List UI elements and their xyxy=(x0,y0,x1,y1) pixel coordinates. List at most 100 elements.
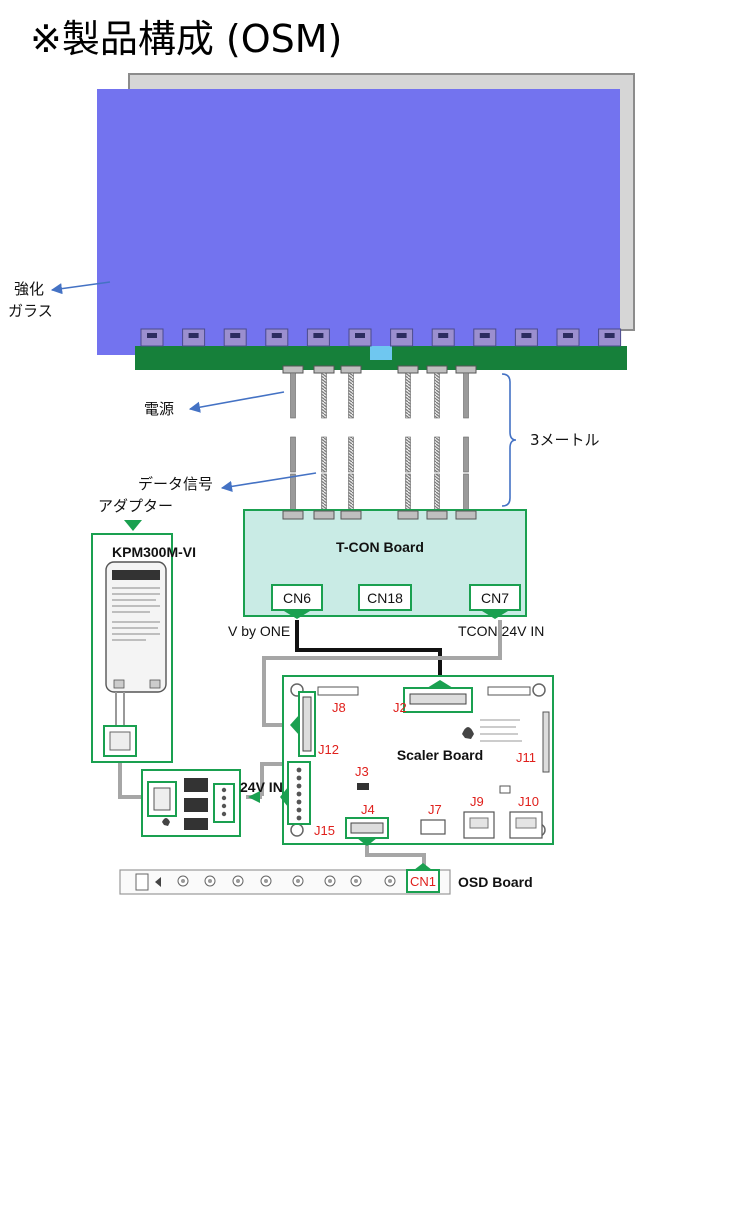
j15-pins xyxy=(296,767,302,821)
panel-pcb-gap xyxy=(370,346,392,360)
power-board-output-box xyxy=(213,783,235,823)
j12-arrow xyxy=(290,715,299,735)
power-board-chip-1 xyxy=(184,778,208,792)
data-signal-label: データ信号 xyxy=(138,475,213,493)
j15-arrow xyxy=(280,787,288,807)
j9-label: J9 xyxy=(470,794,484,809)
osd-button-cap xyxy=(236,879,240,883)
panel-socket xyxy=(455,365,477,374)
power-board-input xyxy=(153,787,171,811)
panel-driver-chip-die xyxy=(563,333,573,338)
osd-ir-sensor xyxy=(135,873,149,891)
j2-arrow xyxy=(427,680,453,688)
j12-label: J12 xyxy=(318,742,339,757)
panel-driver-chip-die xyxy=(396,333,407,338)
osd-speaker-icon xyxy=(155,877,161,887)
scaler-silkscreen xyxy=(462,719,522,742)
power-board-chip-2 xyxy=(184,798,208,812)
tcon-cn18-label: CN18 xyxy=(367,590,403,606)
panel-socket xyxy=(426,365,448,374)
data-signal-arrow xyxy=(220,472,317,492)
osd-cn1-label: CN1 xyxy=(410,874,436,889)
panel-driver-chip-die xyxy=(521,333,532,338)
osd-button-cap xyxy=(181,879,185,883)
power-board-logo xyxy=(162,818,170,826)
cable-segment xyxy=(348,473,354,512)
power-label: 電源 xyxy=(144,400,174,418)
panel-driver-chips xyxy=(140,328,622,347)
tcon-socket xyxy=(426,510,448,520)
adapter-label: アダプター xyxy=(98,497,173,515)
panel-socket xyxy=(340,365,362,374)
tcon-board-name: T-CON Board xyxy=(336,539,424,555)
tempered-glass-label: 強化 xyxy=(14,280,44,298)
tcon-socket xyxy=(397,510,419,520)
osd-board-name: OSD Board xyxy=(458,874,533,890)
adapter-model: KPM300M-VI xyxy=(112,544,196,560)
osd-buttons xyxy=(177,875,396,887)
j3-part xyxy=(357,783,369,790)
j12-connector xyxy=(302,696,312,752)
panel-driver-chip-die xyxy=(188,333,199,338)
adapter-foot-right xyxy=(149,679,161,689)
j2-connector xyxy=(409,693,467,705)
cable-segment xyxy=(405,473,411,512)
cable-segment xyxy=(290,436,296,473)
j7-connector xyxy=(420,819,446,835)
scaler-board-name: Scaler Board xyxy=(397,747,483,763)
j11-label: J11 xyxy=(516,750,536,765)
j2-label: J2 xyxy=(393,700,407,715)
power-arrow xyxy=(188,391,285,413)
adapter-body xyxy=(105,561,167,693)
tcon-socket xyxy=(313,510,335,520)
power-board xyxy=(141,769,241,837)
tcon-socket xyxy=(340,510,362,520)
24v-in-arrow xyxy=(248,791,260,803)
tcon-cn6-label: CN6 xyxy=(283,590,311,606)
adapter-spec-label xyxy=(112,587,160,641)
display-panel xyxy=(97,73,635,374)
adapter-brand-plate xyxy=(112,570,160,580)
panel-driver-chip-die xyxy=(604,333,615,338)
board-wiring xyxy=(118,620,502,868)
tempered-glass-arrow xyxy=(50,281,111,295)
adapter-plug xyxy=(109,731,131,751)
panel-cables xyxy=(290,372,469,512)
j10-port xyxy=(515,817,537,829)
24v-in-label: 24V IN xyxy=(240,779,283,795)
v-by-one-cable xyxy=(295,620,442,690)
j4-label: J4 xyxy=(361,802,375,817)
panel-driver-chip-die xyxy=(355,333,365,338)
tempered-glass-label-2: ガラス xyxy=(8,302,53,320)
j11-connector xyxy=(542,711,550,773)
cable-segment xyxy=(434,372,440,419)
cable-segment xyxy=(321,473,327,512)
panel-driver-chip-die xyxy=(479,333,490,338)
adapter-pointer xyxy=(124,520,142,531)
page-title: ※製品構成 (OSM) xyxy=(30,17,342,61)
osd-button-cap xyxy=(388,879,392,883)
cn6-arrow xyxy=(284,611,310,619)
cable-segment xyxy=(405,372,411,419)
cable-segment xyxy=(321,372,327,419)
cable-segment xyxy=(463,372,469,419)
tcon-board: T-CON Board CN6 CN18 CN7 xyxy=(243,509,527,619)
cable-segment xyxy=(348,436,354,473)
panel-socket xyxy=(313,365,335,374)
cable-segment xyxy=(463,473,469,512)
osd-board-body xyxy=(119,869,451,895)
cable-segment xyxy=(321,436,327,473)
power-board-chip-3 xyxy=(184,818,208,830)
small-header xyxy=(499,785,511,794)
panel-socket xyxy=(282,365,304,374)
adapter-lead xyxy=(115,692,125,726)
panel-socket xyxy=(397,365,419,374)
j4-connector xyxy=(350,822,384,834)
osd-button-cap xyxy=(296,879,300,883)
j4-arrow xyxy=(357,838,377,846)
tcon-cn6-box xyxy=(271,584,323,611)
j3-label: J3 xyxy=(355,764,369,779)
adapter-cable xyxy=(118,758,146,799)
v-by-one-label: V by ONE xyxy=(228,623,290,639)
